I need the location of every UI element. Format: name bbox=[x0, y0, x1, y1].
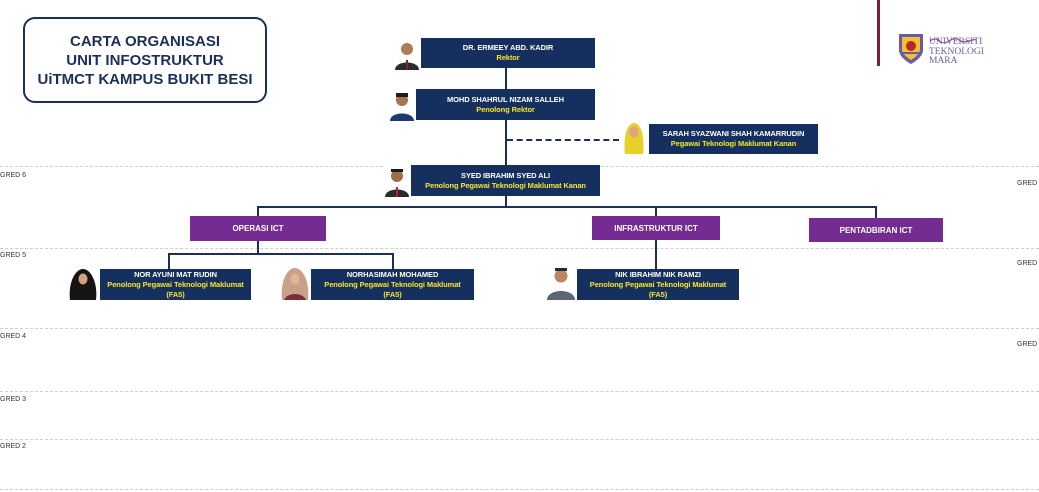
penolong-rektor-role: Penolong Rektor bbox=[476, 104, 535, 114]
node-sarah: SARAH SYAZWANI SHAH KAMARRUDIN Pegawai T… bbox=[649, 124, 818, 154]
connector-nik bbox=[655, 240, 657, 269]
grade-label-5-left: GRED 5 bbox=[0, 252, 27, 259]
norhasimah-grade: (FA5) bbox=[383, 289, 402, 299]
grade-label-6-right: GRED 6 bbox=[1017, 172, 1039, 190]
title-box: CARTA ORGANISASI UNIT INFOSTRUKTUR UiTMC… bbox=[23, 17, 267, 103]
sarah-name: SARAH SYAZWANI SHAH KAMARRUDIN bbox=[662, 129, 805, 138]
connector-nor bbox=[168, 253, 170, 269]
penolong-rektor-name: MOHD SHAHRUL NIZAM SALLEH bbox=[447, 94, 564, 104]
logo-line-2: TEKNOLOGI bbox=[929, 46, 984, 57]
grade-label-4-right: GRED 4 bbox=[1017, 333, 1039, 351]
avatar-rektor bbox=[393, 38, 421, 70]
connector-units-horizontal bbox=[257, 206, 877, 208]
unit-operasi-ict: OPERASI ICT bbox=[190, 216, 326, 241]
connector-pentadbiran bbox=[875, 206, 877, 218]
avatar-norhasimah bbox=[279, 264, 311, 300]
node-nor-ayuni: NOR AYUNI MAT RUDIN Penolong Pegawai Tek… bbox=[100, 269, 251, 300]
node-rektor: DR. ERMEEY ABD. KADIR Rektor bbox=[421, 38, 595, 68]
norhasimah-name: NORHASIMAH MOHAMED bbox=[346, 269, 439, 279]
grade-label-5-right: GRED 5 bbox=[1017, 252, 1039, 270]
syed-role: Penolong Pegawai Teknologi Maklumat Kana… bbox=[425, 180, 586, 190]
connector-operasi-down bbox=[257, 240, 259, 254]
node-nik-ibrahim: NIK IBRAHIM NIK RAMZI Penolong Pegawai T… bbox=[577, 269, 739, 300]
grade-label-4-left: GRED 4 bbox=[0, 333, 27, 340]
syed-name: SYED IBRAHIM SYED ALI bbox=[461, 170, 550, 180]
grade-divider-bottom bbox=[0, 489, 1039, 490]
avatar-penolong-rektor bbox=[388, 89, 416, 121]
grade-label-5-right-text: GRED 5 bbox=[1017, 260, 1039, 267]
connector-rektor-penolong bbox=[505, 68, 507, 90]
node-syed: SYED IBRAHIM SYED ALI Penolong Pegawai T… bbox=[411, 165, 600, 196]
rektor-role: Rektor bbox=[496, 53, 520, 62]
connector-syed-branch bbox=[505, 196, 507, 207]
connector-penolong-syed bbox=[505, 120, 507, 166]
rektor-name: DR. ERMEEY ABD. KADIR bbox=[462, 43, 554, 52]
nik-ibrahim-role: Penolong Pegawai Teknologi Maklumat bbox=[589, 279, 727, 289]
grade-label-6-right-text: GRED 6 bbox=[1017, 180, 1039, 187]
unit-infrastruktur-ict: INFRASTRUKTUR ICT bbox=[592, 216, 720, 240]
norhasimah-role: Penolong Pegawai Teknologi Maklumat bbox=[324, 279, 461, 289]
connector-operasi-staff bbox=[168, 253, 394, 255]
grade-divider-2 bbox=[0, 439, 1039, 440]
avatar-sarah bbox=[619, 117, 649, 154]
nik-ibrahim-name: NIK IBRAHIM NIK RAMZI bbox=[615, 269, 701, 279]
avatar-syed bbox=[383, 165, 411, 197]
avatar-nik-ibrahim bbox=[545, 264, 577, 300]
connector-operasi bbox=[257, 206, 259, 216]
jawi-script-logo bbox=[929, 30, 977, 44]
connector-norhasimah bbox=[392, 253, 394, 269]
node-norhasimah: NORHASIMAH MOHAMED Penolong Pegawai Tekn… bbox=[311, 269, 474, 300]
uitm-crest-icon bbox=[897, 32, 925, 71]
logo-line-1: UNIVERSITI bbox=[929, 37, 983, 47]
grade-label-3-left: GRED 3 bbox=[0, 396, 27, 403]
grade-divider-3 bbox=[0, 391, 1039, 392]
grade-label-2-left: GRED 2 bbox=[0, 443, 27, 450]
title-line-1: CARTA ORGANISASI bbox=[70, 32, 220, 50]
title-line-3: UiTMCT KAMPUS BUKIT BESI bbox=[37, 70, 253, 88]
nik-ibrahim-grade: (FA5) bbox=[648, 289, 668, 299]
connector-infrastruktur bbox=[655, 206, 657, 216]
nor-ayuni-role: Penolong Pegawai Teknologi Maklumat bbox=[107, 279, 244, 289]
university-name: UNIVERSITI TEKNOLOGI MARA bbox=[929, 37, 984, 67]
unit-pentadbiran-ict: PENTADBIRAN ICT bbox=[809, 218, 943, 242]
sarah-role: Pegawai Teknologi Maklumat Kanan bbox=[670, 139, 797, 148]
logo-divider bbox=[877, 0, 880, 66]
grade-label-6-left: GRED 6 bbox=[0, 172, 27, 179]
avatar-nor-ayuni bbox=[66, 265, 100, 300]
nor-ayuni-grade: (FA5) bbox=[166, 289, 185, 299]
connector-dashed-sarah bbox=[507, 139, 619, 141]
grade-divider-5 bbox=[0, 248, 1039, 249]
grade-divider-4 bbox=[0, 328, 1039, 329]
node-penolong-rektor: MOHD SHAHRUL NIZAM SALLEH Penolong Rekto… bbox=[416, 89, 595, 120]
grade-label-4-right-text: GRED 4 bbox=[1017, 341, 1039, 348]
title-line-2: UNIT INFOSTRUKTUR bbox=[66, 51, 224, 69]
nor-ayuni-name: NOR AYUNI MAT RUDIN bbox=[134, 269, 217, 279]
logo-line-3: MARA bbox=[929, 56, 958, 66]
